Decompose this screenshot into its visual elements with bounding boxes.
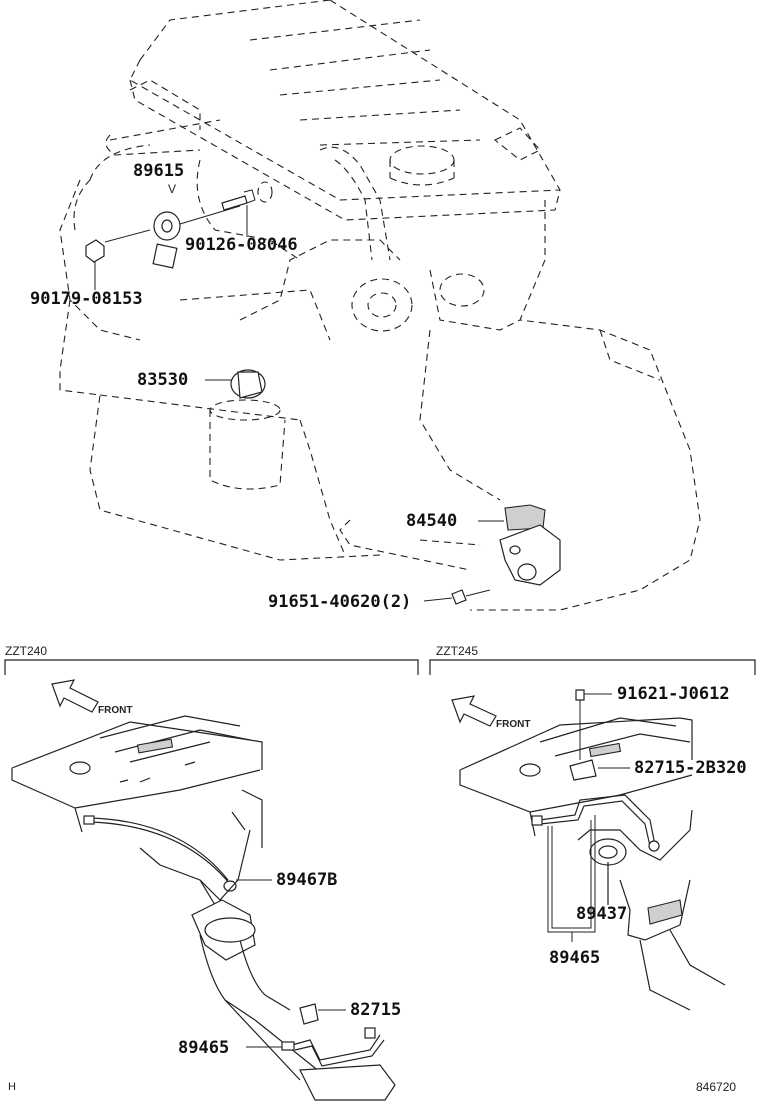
oil-pressure-switch-drawing [205, 369, 266, 399]
label-89615-v: V [168, 182, 177, 196]
label-90126-08046: 90126-08046 [185, 235, 298, 255]
left-engine-drawing [11, 715, 396, 1101]
label-82715-left: 82715 [350, 1000, 402, 1020]
label-89465-right: 89465 [549, 948, 601, 968]
neutral-start-switch-drawing [478, 504, 561, 586]
label-89467b: 89467B [276, 870, 338, 890]
engine-outline [59, 0, 701, 611]
front-arrow-left-icon [51, 679, 99, 713]
label-84540: 84540 [406, 511, 458, 531]
knock-sensor-drawing [104, 205, 241, 269]
label-90179-08153: 90179-08153 [30, 289, 143, 309]
figure-code: 846720 [696, 1080, 737, 1094]
label-89437: 89437 [576, 904, 628, 924]
label-83530: 83530 [137, 370, 189, 390]
label-91621-j0612: 91621-J0612 [617, 684, 730, 704]
nut-drawing [85, 239, 105, 290]
section-label-left: ZZT240 [5, 644, 48, 658]
label-89465-left: 89465 [178, 1038, 230, 1058]
front-label-right: FRONT [496, 719, 531, 730]
right-section-bracket [429, 659, 756, 675]
section-label-right: ZZT245 [436, 644, 479, 658]
bolt-drawing [423, 589, 491, 605]
front-arrow-right-icon [451, 695, 497, 727]
left-section-bracket [4, 659, 419, 675]
front-label-left: FRONT [98, 705, 133, 716]
stud-bolt-drawing [221, 189, 256, 237]
right-engine-drawing [459, 689, 726, 1011]
label-82715-2b320: 82715-2B320 [634, 758, 747, 778]
label-89615: 89615 [133, 161, 185, 181]
label-91651-40620: 91651-40620(2) [268, 592, 412, 612]
footer-left-mark: H [8, 1081, 16, 1093]
